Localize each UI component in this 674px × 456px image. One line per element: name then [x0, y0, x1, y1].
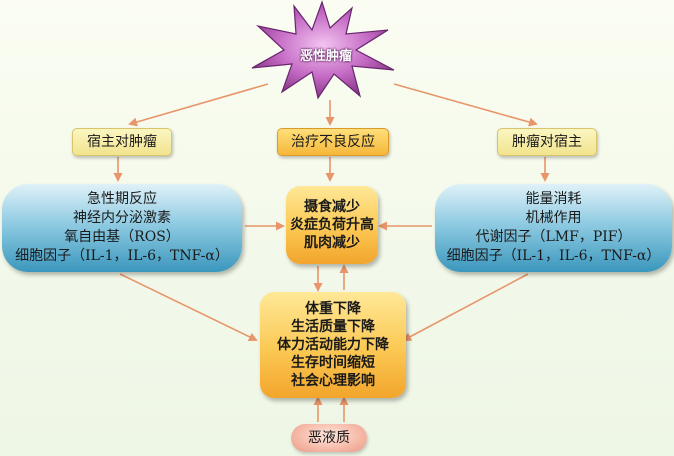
- tumor-on-host-label: 肿瘤对宿主: [497, 128, 597, 156]
- tumor-factor-item: 细胞因子（IL-1，IL-6，TNF-α）: [446, 248, 661, 264]
- arrow-tumor-box-to-outcome: [402, 273, 529, 341]
- arrow-tumor-to-host: [128, 83, 269, 127]
- outcomes-box: 体重下降 生活质量下降 体力活动能力下降 生存时间缩短 社会心理影响: [260, 292, 406, 398]
- tumor-factor-item: 代谢因子（LMF，PIF）: [475, 229, 632, 245]
- outcome-item: 生活质量下降: [291, 319, 375, 335]
- host-factor-item: 细胞因子（IL-1，IL-6，TNF-α）: [15, 248, 229, 264]
- host-factor-item: 氧自由基（ROS）: [64, 229, 180, 245]
- treatment-side-effects-label: 治疗不良反应: [277, 128, 389, 156]
- outcome-item: 体力活动能力下降: [277, 337, 389, 353]
- tumor-factor-item: 能量消耗: [525, 191, 582, 207]
- tumor-label: 恶性肿瘤: [299, 49, 352, 64]
- intake-effect-item: 肌肉减少: [304, 235, 360, 251]
- host-on-tumor-label: 宿主对肿瘤: [72, 128, 172, 156]
- host-factor-item: 急性期反应: [87, 191, 157, 207]
- arrow-host-box-to-outcome: [119, 273, 258, 341]
- outcome-item: 体重下降: [305, 301, 361, 317]
- host-factor-item: 神经内分泌激素: [73, 210, 171, 226]
- outcome-item: 生存时间缩短: [291, 355, 375, 371]
- arrow-tumor-to-host-effect: [393, 83, 538, 127]
- tumor-factor-item: 机械作用: [525, 210, 582, 226]
- outcome-item: 社会心理影响: [291, 373, 375, 389]
- tumor-cell-icon: [251, 0, 395, 100]
- host-factors-box: 急性期反应 神经内分泌激素 氧自由基（ROS） 细胞因子（IL-1，IL-6，T…: [2, 184, 242, 272]
- cachexia-node: 恶液质: [291, 424, 367, 452]
- intake-effects-box: 摄食减少 炎症负荷升高 肌肉减少: [286, 186, 378, 264]
- tumor-factors-box: 能量消耗 机械作用 代谢因子（LMF，PIF） 细胞因子（IL-1，IL-6，T…: [435, 184, 672, 272]
- intake-effect-item: 摄食减少: [304, 199, 360, 215]
- intake-effect-item: 炎症负荷升高: [290, 217, 374, 233]
